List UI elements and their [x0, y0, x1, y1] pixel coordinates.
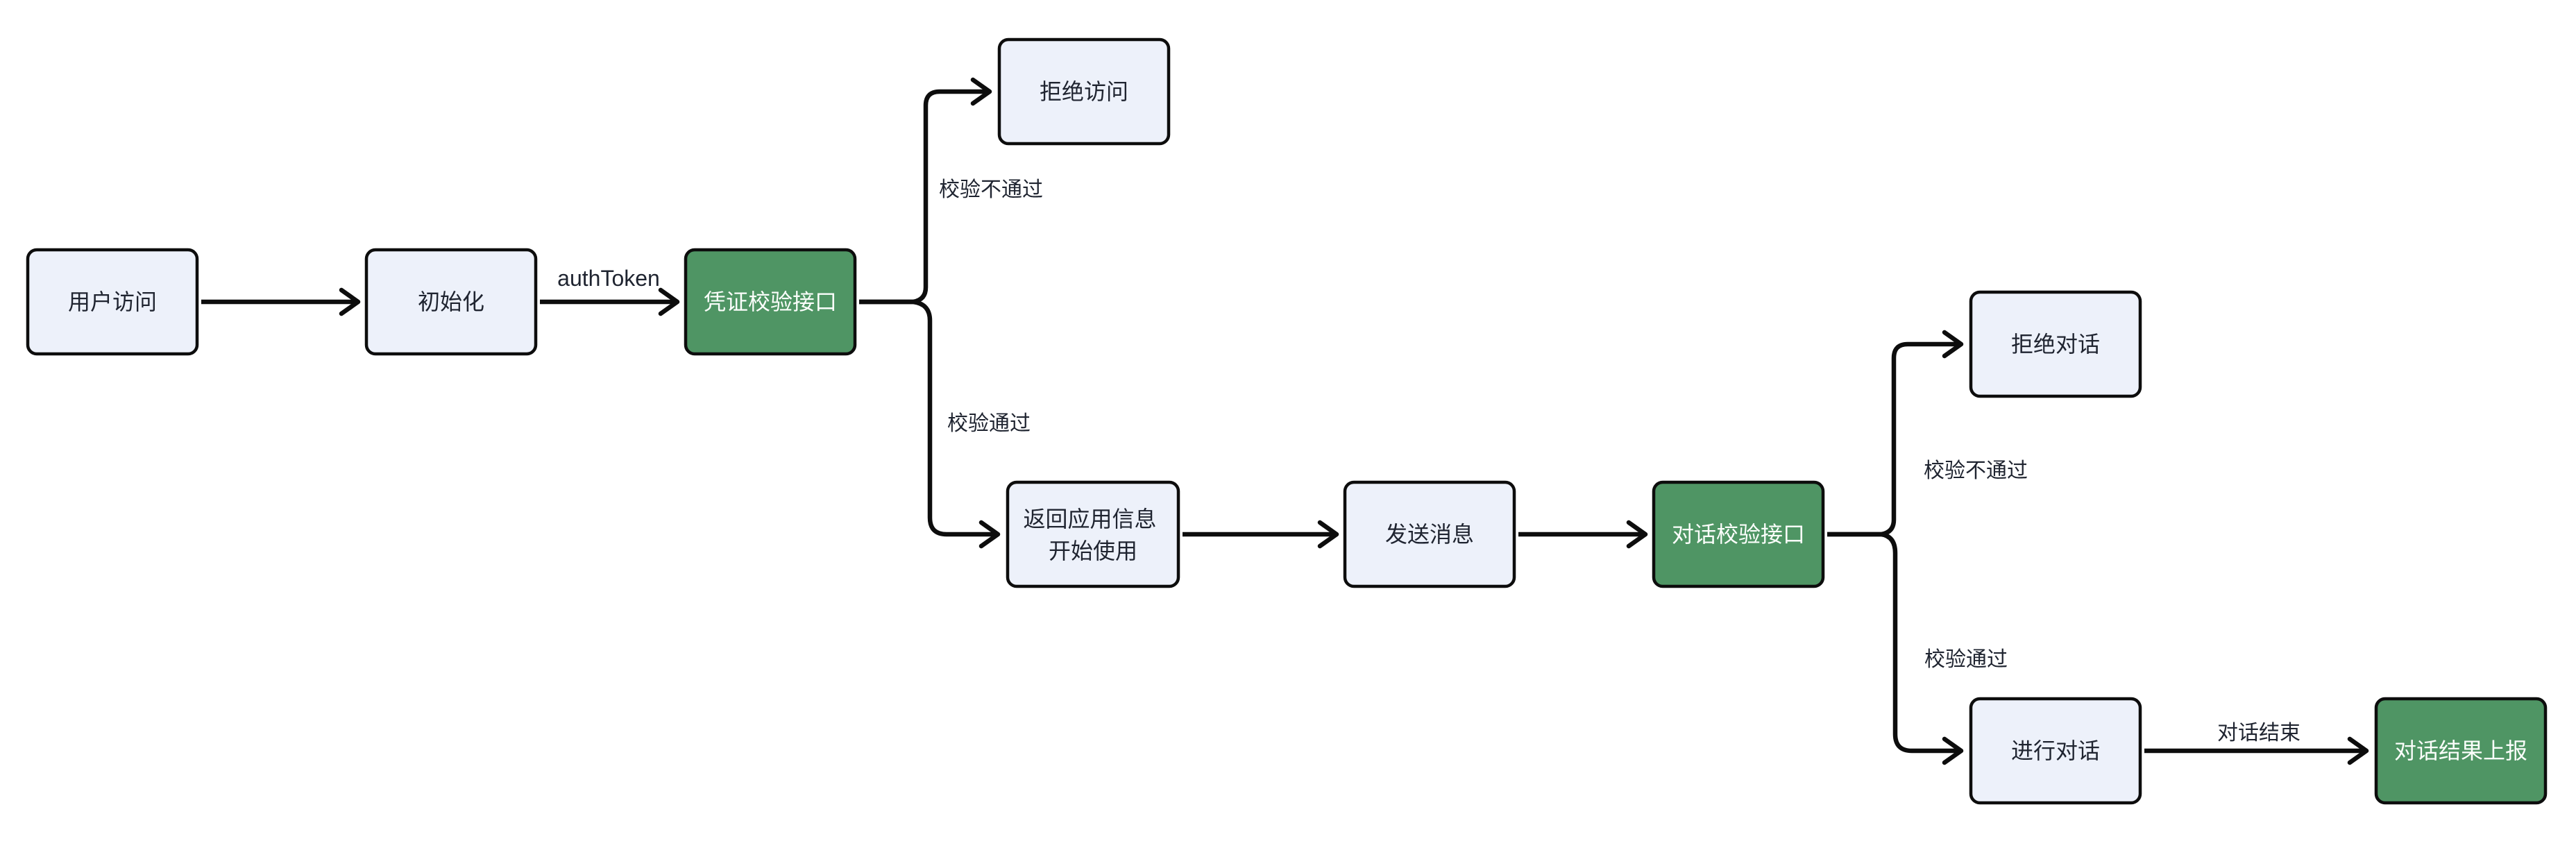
node-return-app-info: 返回应用信息 开始使用	[1006, 480, 1180, 588]
node-conduct-dialog: 进行对话	[1969, 697, 2142, 805]
node-user-access: 用户访问	[26, 248, 199, 356]
node-init-label: 初始化	[418, 289, 484, 314]
node-credential-check-api-box	[684, 248, 857, 356]
node-send-message: 发送消息	[1343, 480, 1516, 588]
node-credential-check-api-label: 凭证校验接口	[704, 289, 837, 314]
node-conduct-dialog-box	[1969, 697, 2142, 805]
node-dialog-check-api-label: 对话校验接口	[1672, 522, 1805, 547]
node-deny-dialog-label: 拒绝对话	[2011, 332, 2100, 357]
edge-label-check-pass-2: 校验通过	[1924, 648, 2008, 671]
node-conduct-dialog-label: 进行对话	[2011, 738, 2100, 763]
edge-label-auth-token: authToken	[557, 266, 660, 291]
edge-layer	[201, 77, 2369, 765]
node-user-access-box	[26, 248, 199, 356]
node-dialog-result-report: 对话结果上报	[2374, 697, 2548, 805]
node-send-message-label: 发送消息	[1385, 522, 1474, 547]
node-deny-access: 拒绝访问	[997, 37, 1171, 146]
node-return-app-info-box	[1006, 480, 1180, 588]
node-return-app-info-label: 返回应用信息 开始使用	[1024, 507, 1163, 563]
node-dialog-check-api-box	[1652, 480, 1825, 588]
node-send-message-box	[1343, 480, 1516, 588]
node-layer: 用户访问 初始化 凭证校验接口 拒绝访问 返回应用信息 开始使用 发送消息	[26, 37, 2548, 805]
node-deny-access-label: 拒绝访问	[1040, 79, 1128, 104]
edge-dialog-check-to-conduct-dialog	[1827, 532, 1964, 765]
edge-credential-check-to-deny-access	[859, 77, 992, 305]
node-dialog-result-report-label: 对话结果上报	[2394, 738, 2527, 763]
node-deny-dialog: 拒绝对话	[1969, 290, 2142, 398]
node-return-app-info-label-line1: 返回应用信息	[1024, 507, 1157, 532]
node-init: 初始化	[364, 248, 538, 356]
edge-label-check-fail-2: 校验不通过	[1924, 459, 2028, 482]
node-user-access-label: 用户访问	[68, 289, 157, 314]
edge-label-check-pass-1: 校验通过	[947, 412, 1031, 435]
node-deny-dialog-box	[1969, 290, 2142, 398]
node-dialog-check-api: 对话校验接口	[1652, 480, 1825, 588]
node-deny-access-box	[997, 37, 1171, 146]
edge-dialog-check-to-deny-dialog	[1827, 330, 1964, 537]
edge-label-dialog-end: 对话结束	[2217, 722, 2300, 745]
node-credential-check-api: 凭证校验接口	[684, 248, 857, 356]
node-init-box	[364, 248, 538, 356]
edge-label-layer: authToken 校验不通过 校验通过 校验不通过 校验通过 对话结束	[557, 178, 2300, 745]
edge-label-check-fail-1: 校验不通过	[939, 178, 1043, 201]
edge-credential-check-to-return-app-info	[859, 299, 1001, 549]
node-return-app-info-label-line2: 开始使用	[1049, 538, 1137, 563]
node-dialog-result-report-box	[2374, 697, 2548, 805]
